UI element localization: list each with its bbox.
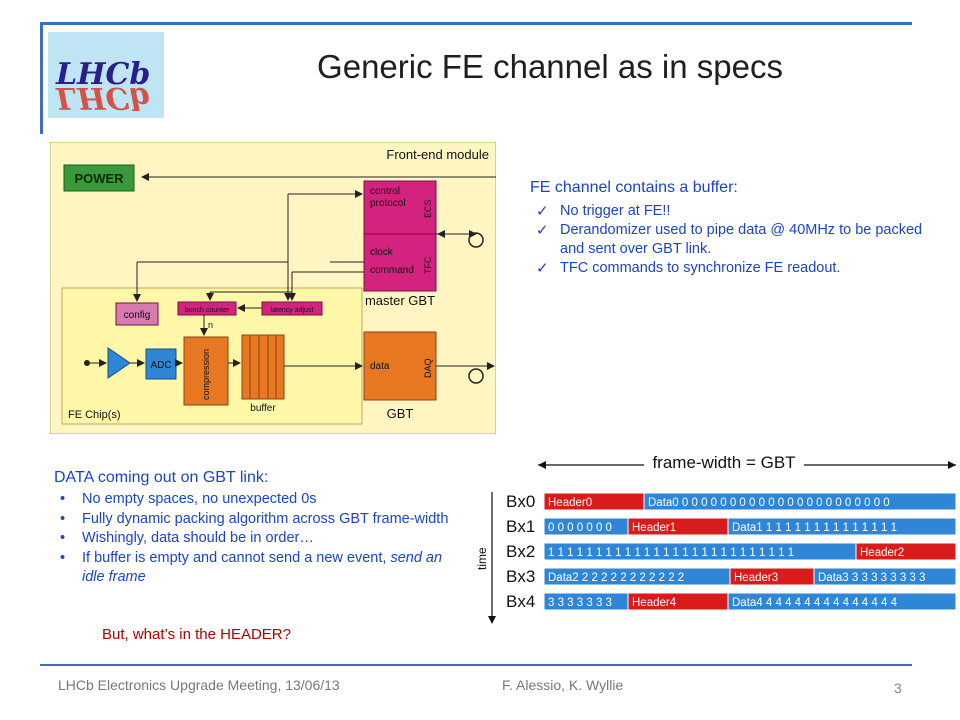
tfc-label: TFC: [423, 256, 433, 274]
module-label: Front-end module: [386, 147, 489, 162]
frame-width-arrowhead-right: [948, 461, 956, 469]
footer-authors: F. Alessio, K. Wyllie: [502, 677, 624, 693]
compression-label: compression: [201, 349, 211, 400]
header-question: But, what’s in the HEADER?: [102, 626, 291, 643]
frame-segment-text: 3 3 3 3 3 3 3: [548, 597, 612, 609]
idle-frame-text: send an idle frame: [82, 549, 443, 586]
frame-segment-text: 1 1 1 1 1 1 1 1 1 1 1 1 1 1 1 1 1 1 1 1 …: [548, 547, 794, 559]
bullet-icon: •: [60, 530, 66, 546]
left-rule: [40, 22, 43, 134]
frame-segment-text: Header4: [632, 597, 677, 609]
bullet-icon: •: [60, 491, 66, 507]
time-arrowhead: [488, 616, 496, 624]
fe-channel-list: ✓No trigger at FE!! ✓Derandomizer used t…: [536, 202, 946, 278]
frame-segment-text: Data3 3 3 3 3 3 3 3 3: [818, 572, 925, 584]
protocol-label: protocol: [370, 198, 406, 209]
buffer-label: buffer: [250, 403, 276, 414]
list-item: •If buffer is empty and cannot send a ne…: [60, 549, 443, 586]
frame-width-arrowhead-left: [538, 461, 546, 469]
command-label: command: [370, 265, 414, 276]
gbt-frames-diagram: frame-width = GBT time Bx0 Header0 Data0 0 0…: [474, 440, 960, 640]
data-link-heading: DATA coming out on GBT link:: [54, 469, 269, 486]
page-title: Generic FE channel as in specs: [317, 48, 783, 85]
svg-text:LHCb: LHCb: [55, 57, 150, 92]
frame-width-label-bg: [644, 450, 804, 476]
adc-box: ADC: [150, 360, 171, 371]
list-item: ✓Derandomizer used to pipe data @ 40MHz …: [536, 222, 923, 257]
bullet-icon: •: [60, 510, 66, 527]
list-item: •Wishingly, data should be in order…: [58, 529, 463, 549]
frame-segment-text: Header3: [734, 572, 778, 584]
frame-data-segment: [727, 517, 957, 536]
master-gbt-label: master GBT: [365, 293, 435, 308]
check-icon: ✓: [536, 222, 549, 239]
frame-segment-text: Header0: [548, 497, 592, 509]
bx-label: Bx1: [506, 517, 535, 536]
footer-rule: [40, 664, 912, 666]
n-label: n: [208, 320, 213, 330]
bunch-counter-box: bunch counter: [185, 307, 230, 314]
frame-segment-text: Data1 1 1 1 1 1 1 1 1 1 1 1 1 1 1: [732, 522, 897, 534]
data-label: data: [370, 361, 390, 372]
list-item: ✓TFC commands to synchronize FE readout.: [536, 260, 841, 277]
ecs-label: ECS: [423, 199, 433, 218]
frame-segment-text: Header1: [632, 522, 676, 534]
svg-text:LHCb: LHCb: [55, 80, 150, 115]
frame-segment-text: Data2 2 2 2 2 2 2 2 2 2 2 2: [548, 572, 684, 584]
daq-label: DAQ: [423, 358, 433, 378]
fe-chips-label: FE Chip(s): [68, 409, 121, 421]
top-rule: [40, 22, 912, 25]
frame-data-segment: [727, 592, 957, 611]
bx-label: Bx3: [506, 567, 535, 586]
control-label: control: [370, 186, 400, 197]
frame-segment-text: Data0 0 0 0 0 0 0 0 0 0 0 0 0 0 0 0 0 0 …: [648, 497, 890, 509]
frame-width-label: frame-width = GBT: [652, 453, 795, 472]
lhcb-logo: LHCb LHCb: [48, 32, 164, 118]
fe-channel-heading: FE channel contains a buffer:: [530, 179, 738, 196]
bx-label: Bx0: [506, 492, 535, 511]
frame-segment-text: 0 0 0 0 0 0 0: [548, 522, 612, 534]
check-icon: ✓: [536, 203, 549, 220]
frame-header-segment: [855, 542, 957, 561]
time-label: time: [475, 547, 489, 570]
daq-connector-icon: [468, 368, 484, 384]
power-box: POWER: [74, 171, 124, 186]
list-item: ✓No trigger at FE!!: [536, 203, 671, 220]
clock-label: clock: [370, 247, 394, 258]
front-end-module-diagram: Front-end module POWER control protocol …: [49, 141, 497, 435]
bx-label: Bx2: [506, 542, 535, 561]
frame-data-segment: [813, 567, 957, 586]
footer-meeting: LHCb Electronics Upgrade Meeting, 13/06/…: [58, 677, 340, 693]
latency-adjust-box: latency adjust: [271, 307, 314, 314]
page-number: 3: [894, 680, 902, 696]
bx-label: Bx4: [506, 592, 535, 611]
bullet-icon: •: [60, 549, 66, 566]
config-box: config: [124, 310, 151, 321]
ecs-connector-icon: [468, 232, 484, 248]
list-item: •No empty spaces, no unexpected 0s: [58, 490, 463, 510]
gbt-label: GBT: [387, 406, 414, 421]
data-link-list: •No empty spaces, no unexpected 0s •Full…: [58, 490, 463, 588]
frame-data-segment: [643, 492, 957, 511]
check-icon: ✓: [536, 260, 549, 277]
frame-segment-text: Data4 4 4 4 4 4 4 4 4 4 4 4 4 4 4: [732, 597, 898, 609]
frame-segment-text: Header2: [860, 547, 904, 559]
list-item: •Fully dynamic packing algorithm across …: [58, 510, 463, 530]
